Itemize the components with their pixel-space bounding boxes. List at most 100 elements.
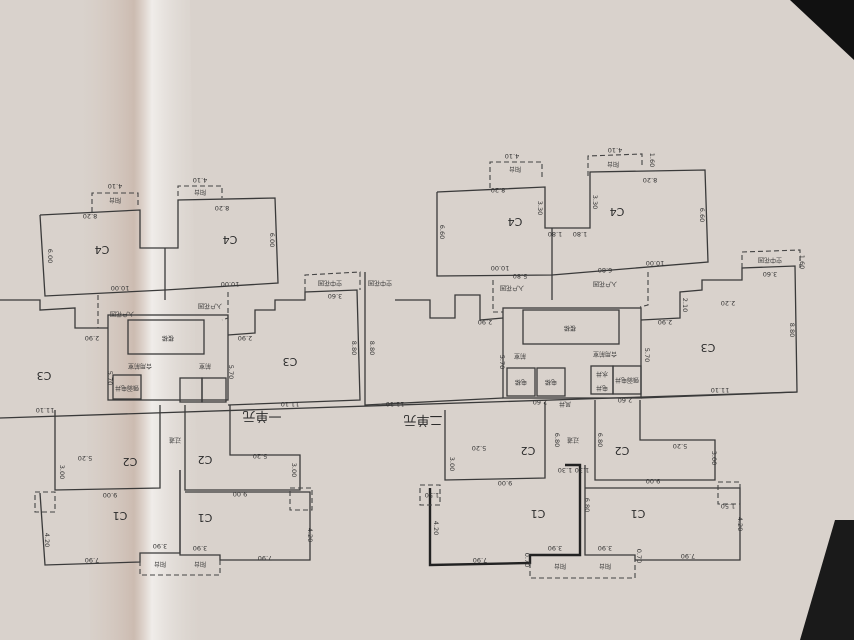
balcony-label: 阳台 xyxy=(554,562,566,570)
sky-garden-label: 空中花园 xyxy=(758,256,782,264)
room-c4: C4 xyxy=(508,215,523,228)
dim-label: 1.60 xyxy=(798,255,806,269)
dim-label: 8.80 xyxy=(368,341,376,355)
dim-label: 11.10 xyxy=(386,400,405,408)
room-c3: C3 xyxy=(701,341,716,354)
room-c1: C1 xyxy=(531,507,546,520)
strong-weak-shaft-label: 强弱电井 xyxy=(615,376,639,384)
balcony-label: 阳台 xyxy=(194,560,206,568)
dim-label: 3.90 xyxy=(153,542,167,550)
sky-garden-label: 空中花园 xyxy=(318,279,342,287)
shared-front-room-label: 合用前室 xyxy=(128,362,152,370)
dim-label: 2.60 xyxy=(533,398,547,406)
dim-label: 4.20 xyxy=(43,533,51,547)
dim-label: 5.20 xyxy=(78,454,92,462)
unit-1-plan xyxy=(0,185,361,576)
dim-label: 9.00 xyxy=(498,479,512,487)
dim-label: 4.20 xyxy=(432,521,440,535)
dim-label: 4.20 xyxy=(736,517,744,531)
dim-label: 9.00 xyxy=(103,491,117,499)
dim-label: 3.90 xyxy=(548,544,562,552)
elevator-label: 电梯 xyxy=(515,378,527,386)
dim-label: 5.80 xyxy=(513,272,527,280)
dim-label: 0.70 xyxy=(635,549,643,563)
dim-label: 10.00 xyxy=(491,264,510,272)
dim-label: 6.00 xyxy=(46,249,54,263)
entry-garden-label: 入户花园 xyxy=(500,284,524,292)
dim-label: 7.90 xyxy=(258,554,272,562)
entry-garden-label: 入户花园 xyxy=(110,310,134,318)
strong-weak-shaft-label: 强弱电井 xyxy=(115,384,139,392)
dim-label: 2.90 xyxy=(478,318,492,326)
dim-label: 3.00 xyxy=(448,457,456,471)
corridor-label: 过道 xyxy=(567,436,579,444)
dim-label: 1.60 xyxy=(648,153,656,167)
dim-label: 7.90 xyxy=(681,552,695,560)
dim-label: 5.70 xyxy=(227,365,235,379)
dim-label: 5.20 xyxy=(253,452,267,460)
dim-label: 6.60 xyxy=(438,225,446,239)
dim-label: 6.60 xyxy=(698,208,706,222)
balcony-label: 阳台 xyxy=(599,562,611,570)
wind-shaft-label: 风井 xyxy=(559,400,571,408)
dark-corner-top xyxy=(790,0,854,60)
dim-label: 2.60 xyxy=(618,396,632,404)
room-c1: C1 xyxy=(113,509,128,522)
dim-label: 0.70 xyxy=(523,553,531,567)
dim-label: 6.80 xyxy=(596,433,604,447)
dim-label: 4.10 xyxy=(608,146,622,154)
dim-label: 3.00 xyxy=(290,463,298,477)
stairs-label: 楼梯 xyxy=(564,324,576,332)
shared-front-room-label: 合用前室 xyxy=(593,350,617,358)
dim-label: 8.20 xyxy=(83,212,97,220)
dim-label: 7.90 xyxy=(85,556,99,564)
elevator-label: 电梯 xyxy=(545,378,557,386)
dim-label: 10.00 xyxy=(111,284,130,292)
elec-shaft-label: 电井 xyxy=(596,384,608,392)
balcony-label: 阳台 xyxy=(509,165,521,173)
dim-label: 5.70 xyxy=(643,348,651,362)
room-c3: C3 xyxy=(283,355,298,368)
dim-label: 6.80 xyxy=(583,498,591,512)
dim-label: 10.00 xyxy=(221,280,240,288)
dim-label: 11.10 xyxy=(36,406,55,414)
water-shaft-label: 水井 xyxy=(596,370,608,378)
dim-label: 3.00 xyxy=(710,451,718,465)
dim-label: 2.10 xyxy=(681,298,689,312)
dim-label: 3.00 xyxy=(58,465,66,479)
dim-label: 3.30 xyxy=(536,201,544,215)
dim-label: 7.90 xyxy=(473,556,487,564)
dim-label: 2.90 xyxy=(658,318,672,326)
room-c4: C4 xyxy=(223,233,238,246)
dim-label: 8.20 xyxy=(643,176,657,184)
unit-1-label: 一单元 xyxy=(242,408,281,423)
dark-corner-bottom xyxy=(800,520,854,640)
room-c2: C2 xyxy=(123,455,138,468)
balcony-label: 阳台 xyxy=(109,196,121,204)
dim-label: 2.90 xyxy=(85,334,99,342)
dim-label: 3.90 xyxy=(598,544,612,552)
dim-label: 11.10 xyxy=(281,400,300,408)
corridor-label: 过道 xyxy=(169,436,181,444)
dim-label: 5.70 xyxy=(498,355,506,369)
dim-label: 6.00 xyxy=(268,233,276,247)
room-c2: C2 xyxy=(521,444,536,457)
front-room-label: 前室 xyxy=(514,352,526,360)
unit-2-label: 二单元 xyxy=(403,412,442,427)
dim-label: 3.30 xyxy=(591,195,599,209)
dim-label: 3.90 xyxy=(193,544,207,552)
room-c1: C1 xyxy=(198,511,213,524)
dim-label: 4.10 xyxy=(108,182,122,190)
dim-label: 9.00 xyxy=(233,490,247,498)
dim-label: 6.80 xyxy=(553,433,561,447)
dim-label: 4.10 xyxy=(193,176,207,184)
entry-garden-label: 入户花园 xyxy=(198,302,222,310)
dim-label: 6.80 xyxy=(598,266,612,274)
room-c4: C4 xyxy=(95,243,110,256)
balcony-label: 阳台 xyxy=(154,560,166,568)
dim-label: 2.20 xyxy=(721,299,735,307)
room-c1: C1 xyxy=(631,507,646,520)
sky-garden-label: 空中花园 xyxy=(368,279,392,287)
dim-label: 3.60 xyxy=(328,292,342,300)
